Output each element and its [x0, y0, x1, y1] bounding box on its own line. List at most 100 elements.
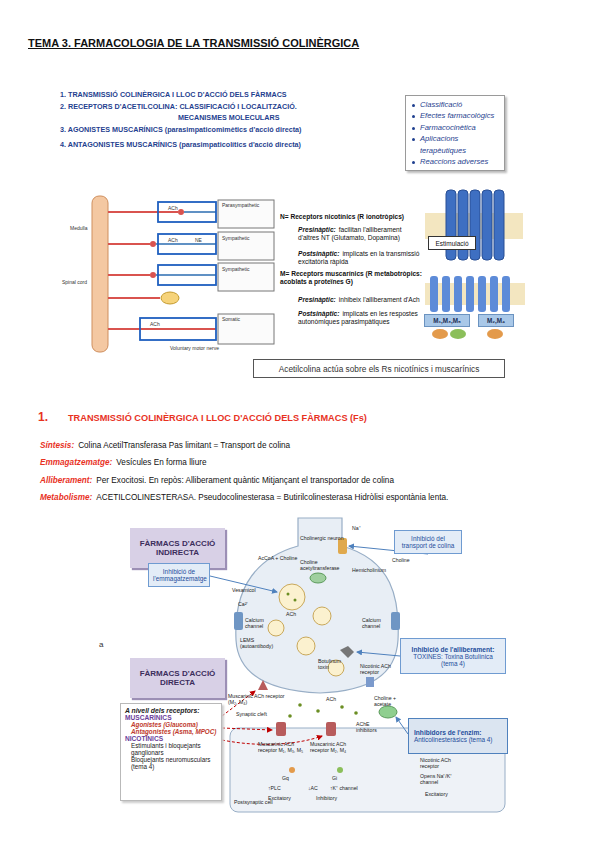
autonomic-diagram-part: [158, 265, 216, 285]
category-box: FÀRMACS D'ACCIÓ DIRECTA: [130, 658, 225, 698]
node-text: Classificació: [412, 99, 500, 110]
receptor-tag: M₂,M₄: [478, 314, 514, 327]
receptor-text: inhibeix l'alliberament d'Ach: [339, 296, 420, 303]
receptor-label: Muscarinic ACh receptor M₂, M₄: [310, 742, 356, 754]
node-text: Inhibició de l'emmagatzematge: [153, 568, 205, 582]
node-text: Bloquejants neuromusculars (tema 4): [125, 756, 217, 770]
synapse-illustration-part: [297, 637, 315, 655]
text-line: Emmagatzematge:Vesícules En forma lliure: [40, 458, 570, 468]
transmitter-label: ACh: [150, 322, 160, 328]
receptor-label: Muscarinic ACh receptor (M₂, M₄): [228, 694, 286, 706]
autonomic-diagram-part: [161, 292, 179, 304]
synapse-label: Choline + acetate: [374, 696, 406, 708]
anatomy-label: Medulla: [70, 226, 88, 232]
action-box: Inhibidors de l'enzim:Anticolinesteràsic…: [408, 718, 508, 754]
pathway-label: Parasympathetic: [222, 203, 259, 209]
toxin-label: Botulinum toxin: [318, 659, 353, 671]
node-text: NICOTÍNICS: [125, 735, 217, 742]
synapse-illustration-part: [288, 714, 292, 718]
text-line: Postsinàptic:implicats en la transmissió…: [298, 250, 422, 266]
synapse-illustration-part: [357, 652, 400, 656]
synapse-illustration-part: [222, 728, 272, 730]
text-line: Síntesis:Colina AcetilTransferasa Pas li…: [40, 441, 570, 451]
autonomic-diagram-part: [218, 232, 274, 260]
synapse-label: Cholinergic neuron: [300, 536, 344, 542]
text-line: Presinàptic:inhibeix l'alliberament d'Ac…: [298, 296, 422, 304]
autonomic-diagram-part: [158, 202, 216, 222]
effect-label: Inhibitory: [316, 796, 337, 802]
antibody-label: LEMS (autoantibody): [240, 638, 280, 650]
receptor-heading: N= Receptors nicotínics (R ionotròpics): [280, 213, 422, 221]
anatomy-label: Voluntary motor nerve: [170, 346, 219, 352]
synapse-illustration: [210, 518, 505, 812]
node-text: MUSCARÍNICS: [125, 714, 217, 721]
receptor-illustration-part: [490, 276, 498, 312]
autonomic-diagram-part: [150, 241, 156, 247]
page-title: TEMA 3. FARMACOLOGIA DE LA TRANSMISSIÓ C…: [28, 37, 359, 50]
synapse-illustration-part: [294, 599, 297, 602]
node-text: A nivell dels receptors:: [125, 707, 217, 714]
action-box: Inhibició de l'emmagatzematge: [148, 563, 210, 587]
receptor-illustration-part: [466, 276, 474, 312]
autonomic-diagram-part: [158, 234, 216, 254]
channel-label: Calcium channel: [362, 618, 392, 630]
receptor-label: Nicotinic ACh receptor: [360, 664, 398, 676]
receptor-illustration-part: [432, 329, 448, 339]
receptor-illustration-part: [482, 190, 492, 260]
autonomic-diagram-part: [150, 272, 156, 278]
outline-item: 2. RECEPTORS D'ACETILCOLINA: CLASSIFICAC…: [60, 103, 297, 111]
outline-item: 1. TRANSMISSIÓ COLINÈRGICA I LLOC D'ACCI…: [60, 91, 287, 99]
outline-item: MECANISMES MOLECULARS: [178, 114, 279, 122]
node-text: Inhibició del transport de colina: [399, 535, 457, 549]
synapse-label: Choline: [392, 558, 410, 564]
autonomic-diagram-part: [218, 200, 274, 228]
effect-label: Excitatory: [425, 792, 448, 798]
autonomic-diagram-part: [156, 274, 216, 276]
category-box: FÀRMACS D'ACCIÓ INDIRECTA: [130, 528, 225, 568]
bullet-list-box: ClassificacióEfectes farmacològicsFarmac…: [405, 95, 505, 171]
receptor-illustration: [425, 190, 525, 339]
site-label: Presinàptic:: [298, 226, 336, 233]
text-line: Alliberament:Per Exocitosi. En repòs: Al…: [40, 476, 570, 486]
synapse-illustration-part: [340, 705, 344, 709]
receptor-illustration-part: [442, 276, 450, 312]
node-text: Estimulació: [435, 240, 468, 247]
pathway-label: Somatic: [222, 317, 240, 323]
step-text: Per Exocitosi. En repòs: Alliberament qu…: [96, 476, 394, 485]
receptor-tag: M₁,M₃,M₅: [424, 314, 470, 327]
receptor-illustration-part: [494, 190, 504, 260]
synapse-illustration-part: [391, 612, 400, 630]
autonomic-diagram-part: [184, 211, 216, 213]
autonomic-diagram-part: [218, 314, 274, 344]
synapse-illustration-part: [236, 518, 398, 693]
ion-label: Ca²⁺: [238, 602, 248, 608]
drug-label: Hemicholinium: [352, 568, 386, 574]
synapse-illustration-part: [258, 680, 268, 690]
synapse-label: Postsynaptic cell: [234, 800, 273, 806]
node-text: M₁,M₃,M₅: [433, 317, 461, 324]
autonomic-diagram-part: [108, 328, 216, 330]
anatomy-label: Spinal cord: [62, 280, 87, 286]
synapse-label: AcCoA + Choline: [258, 556, 297, 562]
node-text: Farmacocinètica: [412, 122, 500, 133]
transmitter-label: NE: [195, 238, 202, 244]
synapse-illustration-part: [234, 612, 243, 630]
node-text: Efectes farmacològics: [412, 110, 500, 121]
effect-label: ↓AC: [308, 786, 318, 792]
outline-item: 3. AGONISTES MUSCARÍNICS (parasimpaticom…: [60, 126, 302, 134]
node-text: TOXINES: Toxina Botulínica (tema 4): [405, 653, 501, 667]
effect-label: Excitatory: [268, 796, 291, 802]
node-text: FÀRMACS D'ACCIÓ DIRECTA: [133, 669, 222, 687]
ion-label: Na⁺: [352, 526, 361, 532]
synapse-illustration-part: [326, 722, 336, 736]
node-text: Acetilcolina actúa sobre els Rs nicotíni…: [279, 364, 480, 374]
synapse-illustration-part: [354, 711, 358, 715]
step-label: Emmagatzematge:: [40, 458, 112, 467]
node-text: Inhibició de l'alliberament:: [405, 646, 501, 653]
receptor-illustration-part: [430, 276, 438, 312]
autonomic-diagram-part: [140, 318, 216, 340]
receptor-list-box: A nivell dels receptors:MUSCARÍNICSAgoni…: [120, 703, 222, 801]
pathway-label: Sympathetic: [222, 267, 250, 273]
receptor-illustration-part: [450, 329, 466, 339]
